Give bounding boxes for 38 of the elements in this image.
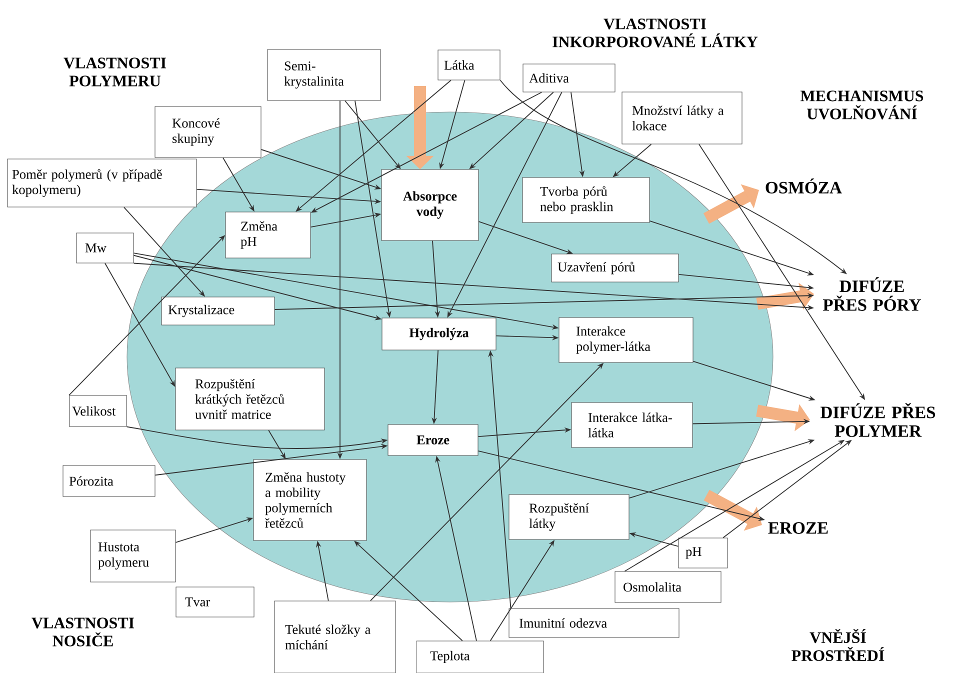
- factor-box: Teplota: [416, 640, 544, 673]
- factor-box: Pórozita: [62, 465, 156, 497]
- factor-box: Semi-krystalinita: [267, 49, 381, 101]
- factor-box: Interakce polymer-látka: [558, 317, 694, 363]
- factor-box: Tvar: [176, 586, 254, 618]
- factor-box: Změna hustoty a mobility polymerních řetězců: [253, 459, 367, 541]
- factor-box: Tekuté složky a míchání: [274, 600, 396, 673]
- process-box: Eroze: [388, 424, 478, 456]
- factor-box: Aditiva: [522, 64, 616, 92]
- factor-box: Mw: [76, 232, 134, 264]
- factor-box: Imunitní odezva: [508, 608, 680, 638]
- factor-box: pH: [678, 538, 728, 568]
- factor-box: Rozpuštění látky: [508, 494, 630, 540]
- factor-box: Uzavření pórů: [551, 254, 679, 282]
- factor-box: Interakce látka-látka: [571, 402, 693, 448]
- category-heading: MECHANISMUS UVOLŇOVÁNÍ: [800, 90, 924, 120]
- factor-box: Změna pH: [225, 212, 311, 258]
- block-arrow: [703, 184, 759, 224]
- factor-box: Poměr polymerů (v případě kopolymeru): [7, 158, 197, 208]
- mechanism-label: EROZE: [768, 522, 828, 534]
- factor-box: Krystalizace: [161, 296, 275, 326]
- process-box: Absorpce vody: [381, 169, 479, 241]
- category-heading: VNĚJŠÍ PROSTŘEDÍ: [792, 628, 884, 661]
- process-box: Hydrolýza: [382, 318, 496, 350]
- category-heading: VLASTNOSTI POLYMERU: [64, 58, 166, 86]
- factor-box: Velikost: [69, 395, 127, 427]
- mechanism-label: DIFÚZE PŘES POLYMER: [820, 403, 936, 437]
- mechanism-label: OSMÓZA: [766, 178, 842, 194]
- factor-box: Hustota polymeru: [90, 530, 176, 582]
- category-heading: VLASTNOSTI NOSIČE: [32, 618, 134, 646]
- factor-box: Osmolalita: [614, 571, 722, 603]
- factor-box: Tvorba pórů nebo prasklin: [522, 177, 650, 223]
- factor-box: Rozpuštění krátkých řetězců uvnitř matrice: [175, 368, 325, 430]
- category-heading: VLASTNOSTI INKORPOROVANÉ LÁTKY: [552, 18, 758, 48]
- factor-box: Látka: [438, 50, 500, 80]
- mechanism-label: DIFÚZE PŘES PÓRY: [823, 277, 921, 311]
- factor-box: Koncové skupiny: [154, 106, 262, 158]
- factor-box: Množství látky a lokace: [622, 92, 742, 144]
